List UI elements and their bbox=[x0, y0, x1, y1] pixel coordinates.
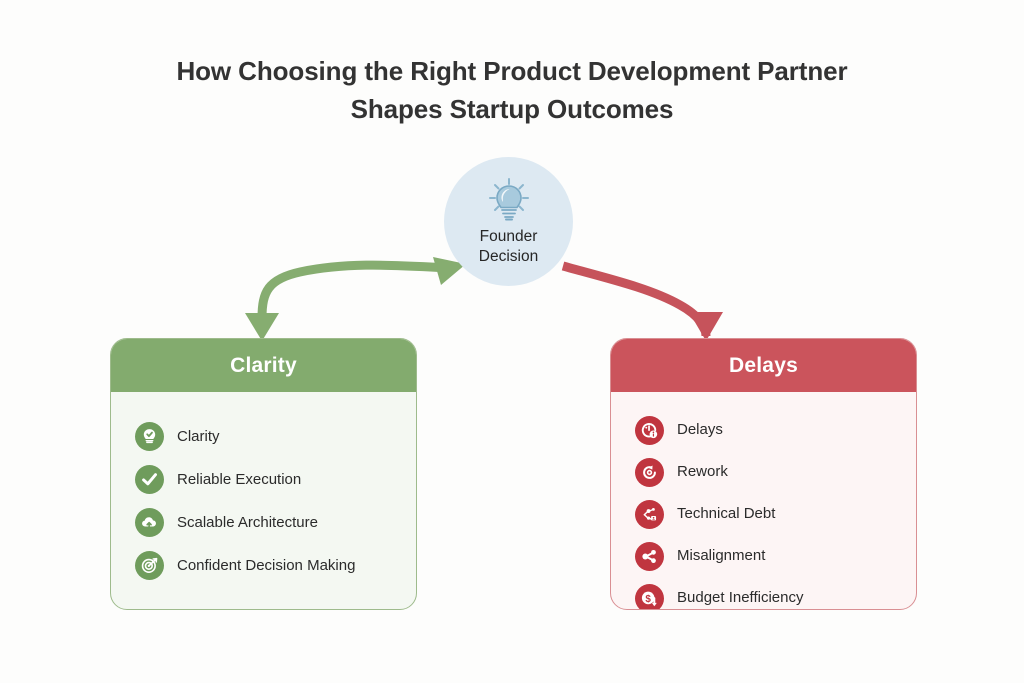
clarity-card-header: Clarity bbox=[111, 339, 416, 392]
hub-label-line-2: Decision bbox=[478, 248, 539, 265]
founder-decision-node[interactable]: Founder Decision bbox=[444, 157, 573, 286]
dollar-down-icon: $ bbox=[635, 583, 664, 609]
cloud-upload-icon bbox=[135, 508, 164, 537]
list-item[interactable]: Misalignment bbox=[611, 535, 916, 577]
list-item-label: Reliable Execution bbox=[177, 470, 302, 488]
clarity-card-body: Clarity Reliable Execution Scalable bbox=[111, 392, 416, 609]
founder-decision-label: Founder Decision bbox=[479, 227, 538, 267]
list-item[interactable]: Reliable Execution bbox=[111, 458, 416, 501]
page-title-line-2: Shapes Startup Outcomes bbox=[350, 94, 674, 124]
list-item[interactable]: Confident Decision Making bbox=[111, 544, 416, 587]
delays-card-body: Delays Rework bbox=[611, 392, 916, 609]
list-item[interactable]: $ Budget Inefficiency bbox=[611, 577, 916, 609]
list-item[interactable]: Rework bbox=[611, 451, 916, 493]
list-item-label: Misalignment bbox=[677, 547, 766, 564]
list-item-label: Rework bbox=[677, 463, 728, 480]
clarity-card[interactable]: Clarity Clarity bbox=[110, 338, 417, 610]
list-item-label: Delays bbox=[677, 421, 723, 438]
list-item-label: Clarity bbox=[177, 427, 220, 445]
code-branch-icon bbox=[635, 499, 664, 529]
list-item[interactable]: Delays bbox=[611, 409, 916, 451]
delays-card[interactable]: Delays Delays bbox=[610, 338, 917, 610]
lightbulb-icon bbox=[486, 178, 532, 222]
positive-path-arrow bbox=[245, 257, 466, 341]
negative-path-arrow bbox=[561, 261, 723, 341]
list-item[interactable]: Technical Debt bbox=[611, 493, 916, 535]
clock-info-icon bbox=[635, 415, 664, 445]
list-item-label: Technical Debt bbox=[677, 505, 776, 522]
target-arrow-icon bbox=[135, 551, 164, 580]
rotate-refresh-icon bbox=[635, 457, 664, 487]
list-item[interactable]: Clarity bbox=[111, 415, 416, 458]
delays-card-header: Delays bbox=[611, 339, 916, 392]
list-item-label: Confident Decision Making bbox=[177, 556, 356, 574]
page-title: How Choosing the Right Product Developme… bbox=[0, 52, 1024, 128]
page-title-line-1: How Choosing the Right Product Developme… bbox=[176, 56, 848, 86]
share-nodes-icon bbox=[635, 541, 664, 571]
lightbulb-check-icon bbox=[135, 422, 164, 451]
svg-text:$: $ bbox=[645, 593, 651, 604]
list-item[interactable]: Scalable Architecture bbox=[111, 501, 416, 544]
check-icon bbox=[135, 465, 164, 494]
hub-label-line-1: Founder bbox=[479, 228, 538, 245]
list-item-label: Budget Inefficiency bbox=[677, 589, 804, 606]
list-item-label: Scalable Architecture bbox=[177, 513, 318, 531]
